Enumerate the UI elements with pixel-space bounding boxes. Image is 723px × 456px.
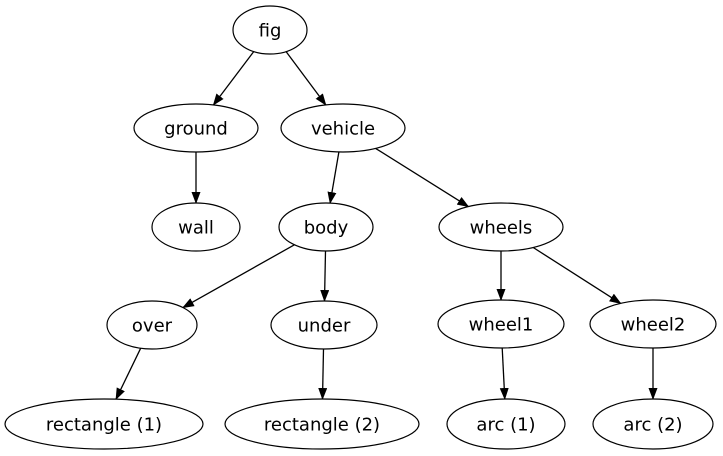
node-label-rect1: rectangle (1) [46, 414, 162, 435]
node-ellipse-wheel1 [437, 299, 565, 349]
node-ellipse-body [278, 202, 374, 252]
node-ellipse-wall [151, 202, 241, 252]
node-over: over [106, 300, 198, 350]
node-ellipse-fig [232, 5, 308, 55]
node-label-arc2: arc (2) [623, 414, 682, 435]
edge-fig-vehicle [285, 51, 327, 106]
edge-body-over [182, 244, 295, 309]
node-body: body [278, 202, 374, 252]
edge-vehicle-wheels [375, 147, 470, 208]
node-label-over: over [132, 315, 173, 336]
node-ellipse-vehicle [280, 103, 406, 153]
node-label-body: body [304, 217, 349, 238]
node-under: under [270, 300, 378, 350]
node-label-wheel2: wheel2 [621, 314, 686, 335]
node-ellipse-under [270, 300, 378, 350]
node-label-rect2: rectangle (2) [264, 414, 380, 435]
edge-under-rect2 [318, 348, 328, 400]
node-wheels: wheels [438, 202, 564, 252]
edge-fig-ground [212, 51, 255, 106]
node-wall: wall [151, 202, 241, 252]
nodes-layer: fig ground vehicle wall body wheels over under w… [4, 5, 717, 450]
node-arc2: arc (2) [592, 398, 714, 450]
node-label-under: under [298, 315, 351, 336]
node-rect2: rectangle (2) [224, 398, 420, 450]
node-ellipse-wheels [438, 202, 564, 252]
edge-wheel1-arc1 [499, 347, 509, 400]
node-label-wheels: wheels [470, 217, 533, 238]
node-label-wall: wall [178, 217, 214, 238]
edge-over-rect1 [115, 347, 142, 401]
node-wheel2: wheel2 [589, 299, 717, 349]
node-label-vehicle: vehicle [311, 118, 375, 139]
node-ellipse-over [106, 300, 198, 350]
edge-vehicle-body [327, 151, 340, 205]
node-ellipse-ground [133, 103, 259, 153]
node-vehicle: vehicle [280, 103, 406, 153]
node-ellipse-arc1 [446, 398, 566, 450]
node-ellipse-rect2 [224, 398, 420, 450]
node-label-fig: fig [259, 20, 282, 41]
node-rect1: rectangle (1) [4, 398, 204, 450]
edge-wheels-wheel2 [532, 246, 622, 304]
node-fig: fig [232, 5, 308, 55]
node-ground: ground [133, 103, 259, 153]
edge-body-under [320, 250, 330, 302]
edges-layer [115, 51, 658, 401]
node-arc1: arc (1) [446, 398, 566, 450]
node-ellipse-rect1 [4, 398, 204, 450]
node-label-arc1: arc (1) [476, 414, 535, 435]
node-ellipse-wheel2 [589, 299, 717, 349]
node-label-wheel1: wheel1 [469, 314, 534, 335]
node-wheel1: wheel1 [437, 299, 565, 349]
node-label-ground: ground [164, 118, 228, 139]
node-ellipse-arc2 [592, 398, 714, 450]
